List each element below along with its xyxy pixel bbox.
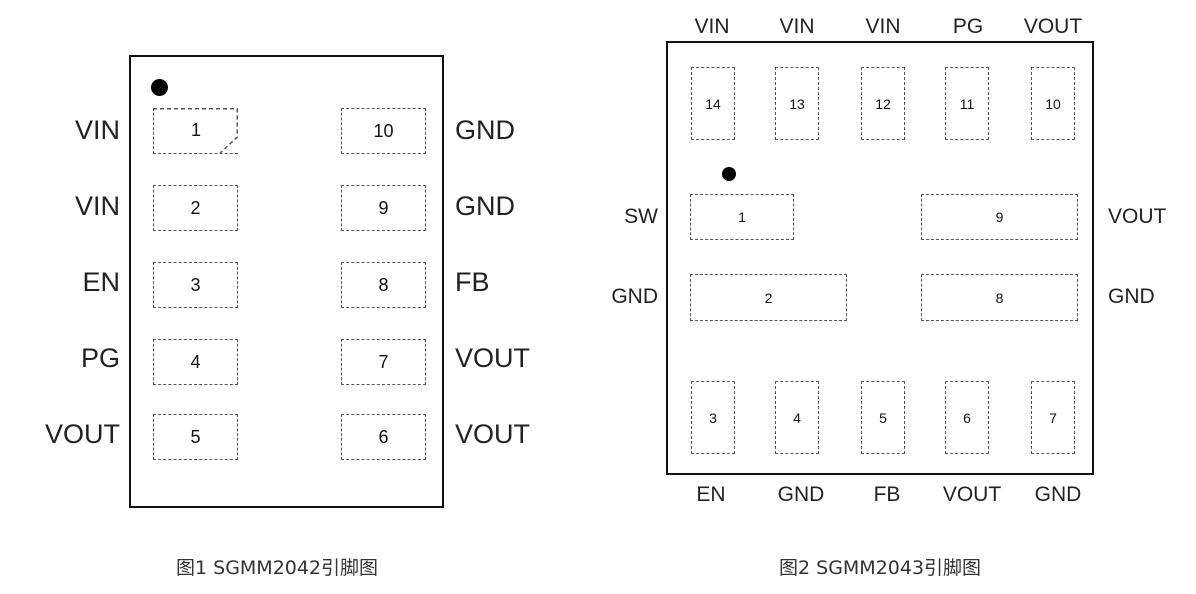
pad-number: 6 xyxy=(378,426,389,447)
pin-label-6: VOUT xyxy=(942,483,1002,506)
pad-pin-4: 4 xyxy=(775,381,819,454)
pad-number: 13 xyxy=(789,95,805,112)
pad-number: 4 xyxy=(793,409,801,426)
pad-pin-3: 3 xyxy=(691,381,735,454)
pad-pin-5: 5 xyxy=(153,414,238,460)
pin-label-2: VIN xyxy=(74,191,120,221)
pad-number: 14 xyxy=(705,95,721,112)
pad-pin-9: 9 xyxy=(921,194,1078,240)
pin-label-13: VIN xyxy=(779,15,815,38)
pad-number: 6 xyxy=(963,409,971,426)
pin-label-4: PG xyxy=(80,343,120,373)
pin-label-10: GND xyxy=(455,115,515,145)
pin-label-5: FB xyxy=(873,483,901,506)
pin-label-8: GND xyxy=(1108,285,1155,308)
pin-label-2: GND xyxy=(611,285,658,308)
chip-body-sgmm2042: 1 2 3 4 5 10 9 8 7 6 xyxy=(129,55,444,508)
chip-body-sgmm2043: 14 13 12 11 10 1 2 9 8 3 4 xyxy=(666,41,1094,475)
pin-label-11: PG xyxy=(952,15,984,38)
pad-pin-11: 11 xyxy=(945,67,989,140)
pin-label-1: SW xyxy=(624,205,658,228)
pad-number: 8 xyxy=(995,289,1004,306)
pad-number: 12 xyxy=(875,95,891,112)
pad-pin-1: 1 xyxy=(153,108,238,154)
pin-label-1: VIN xyxy=(74,115,120,145)
pad-pin-1-chamfer-outline xyxy=(153,108,238,154)
pad-pin-6: 6 xyxy=(341,414,426,460)
pad-number: 5 xyxy=(879,409,887,426)
pad-number: 8 xyxy=(378,274,389,295)
pad-pin-13: 13 xyxy=(775,67,819,140)
pad-number: 9 xyxy=(995,209,1004,225)
pin1-indicator-dot xyxy=(151,79,168,96)
pin-label-5: VOUT xyxy=(44,419,120,449)
pad-number: 1 xyxy=(738,209,746,225)
pad-number: 2 xyxy=(190,197,201,218)
pin-label-8: FB xyxy=(455,267,490,297)
pad-number: 11 xyxy=(959,95,975,112)
pad-pin-2: 2 xyxy=(153,185,238,231)
pad-number: 10 xyxy=(1045,95,1061,112)
figure-1-caption: 图1 SGMM2042引脚图 xyxy=(176,557,379,579)
pad-pin-7: 7 xyxy=(1031,381,1075,454)
pad-pin-3: 3 xyxy=(153,262,238,308)
pad-pin-1: 1 xyxy=(690,194,794,240)
pin-label-3: EN xyxy=(82,267,120,297)
pad-pin-2: 2 xyxy=(690,274,847,321)
pad-number: 10 xyxy=(373,120,394,141)
pad-pin-8: 8 xyxy=(341,262,426,308)
pad-number: 9 xyxy=(378,197,389,218)
pad-number: 3 xyxy=(190,274,201,295)
pin-label-7: VOUT xyxy=(455,343,531,373)
pad-pin-7: 7 xyxy=(341,339,426,385)
pin-label-9: VOUT xyxy=(1108,205,1167,228)
pad-pin-10: 10 xyxy=(341,108,426,154)
pin-label-10: VOUT xyxy=(1023,15,1083,38)
pin1-indicator-dot xyxy=(722,167,736,181)
pin-label-9: GND xyxy=(455,191,515,221)
pin-label-4: GND xyxy=(777,483,825,506)
pin-label-3: EN xyxy=(696,483,726,506)
figure-2-caption: 图2 SGMM2043引脚图 xyxy=(779,557,982,579)
pin-label-7: GND xyxy=(1034,483,1082,506)
pad-pin-8: 8 xyxy=(921,274,1078,321)
pad-pin-6: 6 xyxy=(945,381,989,454)
pad-pin-10: 10 xyxy=(1031,67,1075,140)
pad-pin-14: 14 xyxy=(691,67,735,140)
pad-number: 7 xyxy=(1049,409,1057,426)
pad-number: 1 xyxy=(190,120,201,140)
pad-number: 5 xyxy=(190,426,201,447)
pad-number: 3 xyxy=(709,409,717,426)
pin-label-6: VOUT xyxy=(455,419,531,449)
pad-pin-12: 12 xyxy=(861,67,905,140)
pad-number: 4 xyxy=(190,351,201,372)
pad-number: 7 xyxy=(378,351,389,372)
pad-pin-9: 9 xyxy=(341,185,426,231)
pin-label-14: VIN xyxy=(694,15,730,38)
pin-label-12: VIN xyxy=(865,15,901,38)
pad-pin-5: 5 xyxy=(861,381,905,454)
pad-number: 2 xyxy=(764,289,773,306)
pad-pin-4: 4 xyxy=(153,339,238,385)
